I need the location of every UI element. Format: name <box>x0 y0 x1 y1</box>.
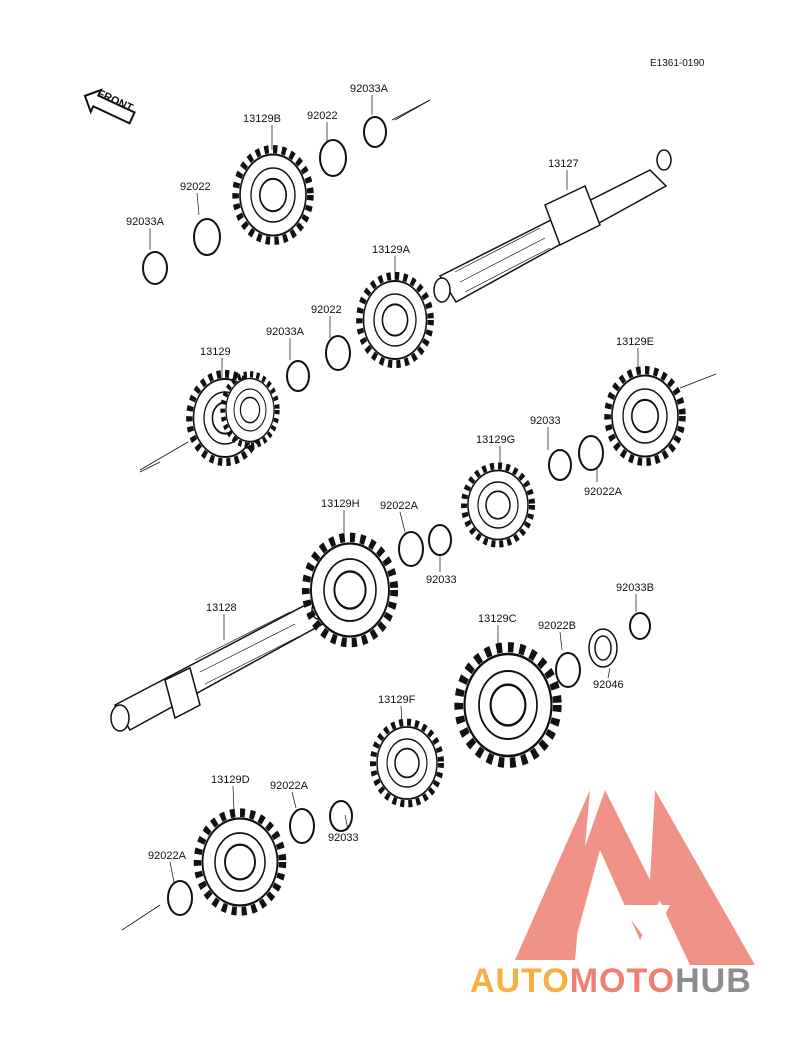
logo-part-moto: MOTO <box>569 962 676 1000</box>
label-13129A: 13129A <box>372 244 410 256</box>
label-13129B: 13129B <box>243 113 281 125</box>
shaft-13127 <box>433 149 672 304</box>
label-92022-mid: 92022 <box>311 304 342 316</box>
label-13129D: 13129D <box>211 774 250 786</box>
front-arrow <box>83 88 136 125</box>
logo-part-auto: AUTO <box>470 962 570 1000</box>
label-92022A-mid: 92022A <box>380 500 418 512</box>
leader-lines <box>149 95 639 883</box>
logo-part-hub: HUB <box>675 962 752 1000</box>
bearing-92046 <box>588 628 618 668</box>
label-13127: 13127 <box>548 158 579 170</box>
label-92033-right: 92033 <box>530 415 561 427</box>
label-92033A-mid: 92033A <box>266 326 304 338</box>
label-13128: 13128 <box>206 602 237 614</box>
gear-13129D <box>198 813 283 912</box>
washers <box>142 116 651 916</box>
label-92022A-bottom: 92022A <box>148 850 186 862</box>
gear-13129B <box>236 149 311 241</box>
label-13129E: 13129E <box>616 336 654 348</box>
label-92022-left: 92022 <box>180 181 211 193</box>
label-13129H: 13129H <box>321 498 360 510</box>
label-92033A-top: 92033A <box>350 83 388 95</box>
label-92022A-right: 92022A <box>584 486 622 498</box>
logo-triangle <box>515 790 755 965</box>
axis-lines <box>121 99 717 931</box>
label-92022B: 92022B <box>538 620 576 632</box>
logo-text: AUTOMOTOHUB <box>470 962 752 1001</box>
gear-13129C <box>459 647 558 763</box>
label-92022A-low: 92022A <box>270 780 308 792</box>
label-13129C: 13129C <box>478 613 517 625</box>
gear-13129H <box>306 537 394 642</box>
label-13129F: 13129F <box>378 694 416 706</box>
gear-13129F <box>373 722 441 804</box>
gear-13129A <box>359 276 430 364</box>
label-92046: 92046 <box>593 679 624 691</box>
label-92033B: 92033B <box>616 582 654 594</box>
label-92033-mid: 92033 <box>426 574 457 586</box>
gear-13129E <box>608 370 683 462</box>
label-92022-top: 92022 <box>307 110 338 122</box>
gear-13129G <box>464 466 532 544</box>
diagram-id: E1361-0190 <box>650 58 705 69</box>
label-13129: 13129 <box>200 346 231 358</box>
label-13129G: 13129G <box>476 434 516 446</box>
label-92033-low: 92033 <box>328 832 359 844</box>
shaft-13128 <box>110 599 332 732</box>
label-92033A-left: 92033A <box>126 216 164 228</box>
